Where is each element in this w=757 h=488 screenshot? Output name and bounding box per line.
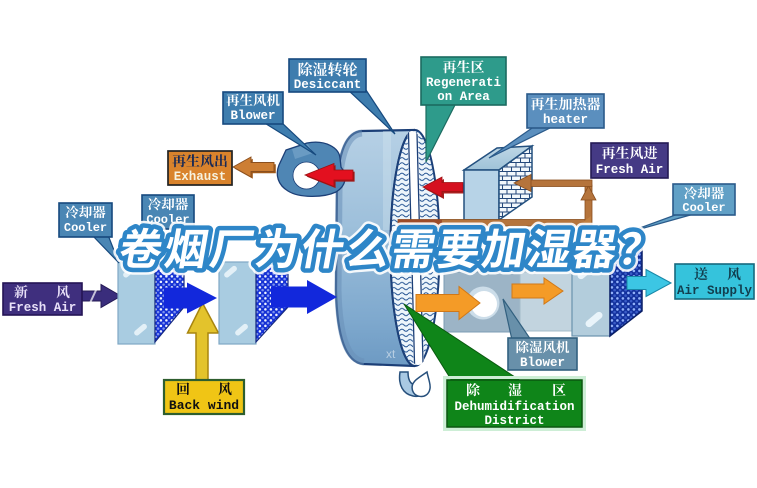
svg-text:Fresh Air: Fresh Air	[596, 163, 664, 177]
svg-text:heater: heater	[543, 113, 588, 127]
svg-text:Fresh Air: Fresh Air	[9, 301, 77, 315]
svg-text:Blower: Blower	[520, 356, 565, 370]
svg-text:xt: xt	[386, 347, 396, 361]
svg-text:Dehumidification: Dehumidification	[454, 400, 574, 414]
svg-text:Blower: Blower	[230, 109, 275, 123]
svg-text:District: District	[484, 414, 544, 428]
svg-text:Desiccant: Desiccant	[294, 78, 362, 92]
svg-text:Regenerati: Regenerati	[426, 76, 501, 90]
svg-text:Air Supply: Air Supply	[677, 284, 753, 298]
svg-text:Back wind: Back wind	[169, 398, 239, 413]
svg-text:Cooler: Cooler	[682, 201, 725, 215]
svg-text:Cooler: Cooler	[64, 221, 107, 235]
svg-text:Exhaust: Exhaust	[174, 170, 227, 184]
svg-text:on Area: on Area	[437, 90, 490, 104]
